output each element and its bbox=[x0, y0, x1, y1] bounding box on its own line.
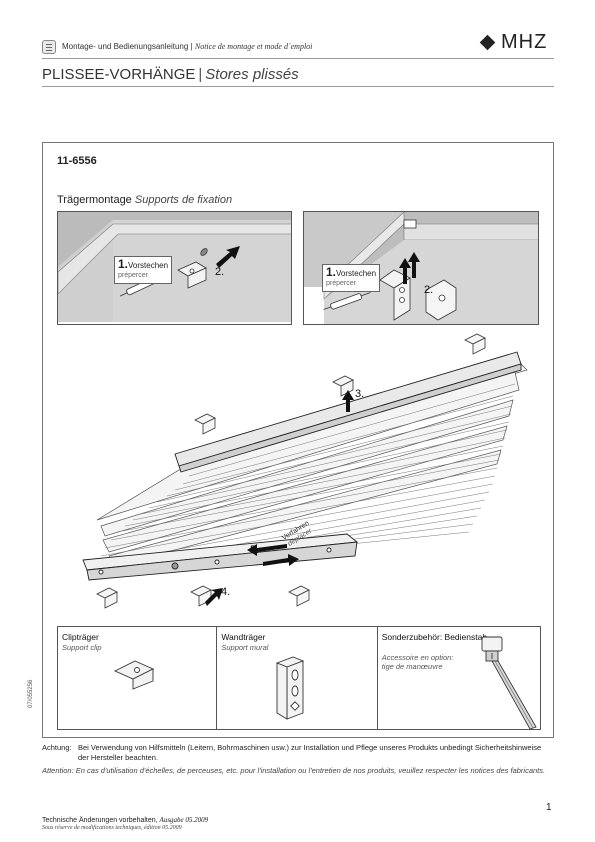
safety-note-fr: Attention: En cas d'utilisation d'échell… bbox=[42, 766, 546, 775]
manual-book-icon bbox=[42, 40, 56, 54]
manual-heading-de: Montage- und Bedienungsanleitung bbox=[62, 42, 189, 51]
page-title: PLISSEE-VORHÄNGE|Stores plissés bbox=[42, 66, 299, 83]
footer-edition: Ausgabe 05.2009 bbox=[159, 816, 209, 824]
pre-drill-label-de: Vorstechen bbox=[336, 269, 377, 278]
footer-de-text: Technische Änderungen vorbehalten, bbox=[42, 817, 158, 824]
step-3-label: 3. bbox=[355, 388, 365, 400]
safety-notes: Achtung: Bei Verwendung von Hilfsmitteln… bbox=[42, 743, 552, 776]
page-title-fr: Stores plissés bbox=[205, 66, 299, 83]
section-title-fr: Supports de fixation bbox=[134, 194, 233, 206]
footer-de: Technische Änderungen vorbehalten, Ausga… bbox=[42, 816, 208, 824]
accessory-title: Clipträger bbox=[62, 632, 99, 642]
page-number: 1 bbox=[546, 802, 552, 813]
safety-note-de: Achtung: Bei Verwendung von Hilfsmitteln… bbox=[42, 743, 552, 763]
accessories-table: Clipträger Support clip Wandträger Suppo… bbox=[57, 626, 541, 730]
pre-drill-label-de: Vorstechen bbox=[128, 261, 169, 270]
accessory-subtitle: Support clip bbox=[62, 643, 102, 652]
step-2-label-right: 2. bbox=[424, 284, 434, 296]
safety-note-label: Achtung: bbox=[42, 743, 72, 752]
pleated-blind-assembly-figure: 3. 4. 5. Verfahren déplacer bbox=[57, 330, 539, 618]
header-rule bbox=[42, 58, 554, 59]
document-id: 07/055256 bbox=[28, 679, 34, 708]
pre-drill-callout-left: 1.Vorstechen prépercer bbox=[114, 256, 173, 284]
step-5-label: 5. bbox=[250, 544, 260, 556]
pleated-blind-illustration bbox=[82, 333, 528, 609]
footer-fr: Sous réserve de modifications techniques… bbox=[42, 825, 182, 831]
wall-bracket-illustration bbox=[304, 212, 538, 324]
accessory-subtitle: Accessoire en option: tige de manœuvre bbox=[381, 653, 454, 671]
product-code: 11-6556 bbox=[57, 155, 97, 167]
step-4-label: 4. bbox=[221, 586, 231, 598]
manual-heading-fr: Notice de montage et mode d´emploi bbox=[194, 42, 313, 51]
accessory-clip-support: Clipträger Support clip bbox=[58, 627, 218, 729]
accessory-wall-support: Wandträger Support mural bbox=[217, 627, 378, 729]
pre-drill-step-number: 1. bbox=[326, 265, 337, 279]
pre-drill-callout-right: 1.Vorstechen prépercer bbox=[322, 264, 381, 292]
manual-heading: Montage- und Bedienungsanleitung | Notic… bbox=[62, 42, 312, 51]
accessory-title: Wandträger bbox=[221, 632, 266, 642]
step-2-label-left: 2. bbox=[215, 266, 225, 278]
instruction-frame bbox=[42, 142, 554, 738]
ceiling-bracket-illustration bbox=[58, 212, 291, 322]
section-title-de: Trägermontage bbox=[57, 194, 132, 206]
pre-drill-step-number: 1. bbox=[118, 257, 129, 271]
safety-note-de-text: Bei Verwendung von Hilfsmitteln (Leitern… bbox=[78, 743, 542, 762]
accessory-subtitle: Support mural bbox=[221, 643, 269, 652]
bracket-install-figure-left: 1.Vorstechen prépercer 2. bbox=[57, 211, 292, 325]
page-title-de: PLISSEE-VORHÄNGE bbox=[42, 66, 196, 83]
wall-support-icon bbox=[276, 656, 305, 720]
accessory-operating-rod: Sonderzubehör: Bedienstab Accessoire en … bbox=[378, 627, 540, 729]
pre-drill-label-fr: prépercer bbox=[118, 272, 148, 279]
brand-logo: MHZ bbox=[479, 30, 548, 53]
accessory-title: Sonderzubehör: Bedienstab bbox=[381, 632, 488, 642]
diamond-logo-icon bbox=[479, 34, 496, 50]
manual-heading-separator: | bbox=[190, 42, 193, 51]
page-title-separator: | bbox=[198, 66, 203, 83]
clip-support-icon bbox=[113, 660, 155, 690]
pre-drill-label-fr: prépercer bbox=[326, 280, 356, 287]
operating-rod-icon bbox=[481, 636, 537, 729]
title-rule bbox=[42, 86, 554, 87]
brand-logo-text: MHZ bbox=[501, 30, 548, 53]
section-title: Trägermontage Supports de fixation bbox=[57, 194, 232, 206]
bracket-install-figure-right: 1.Vorstechen prépercer 2. bbox=[303, 211, 539, 325]
